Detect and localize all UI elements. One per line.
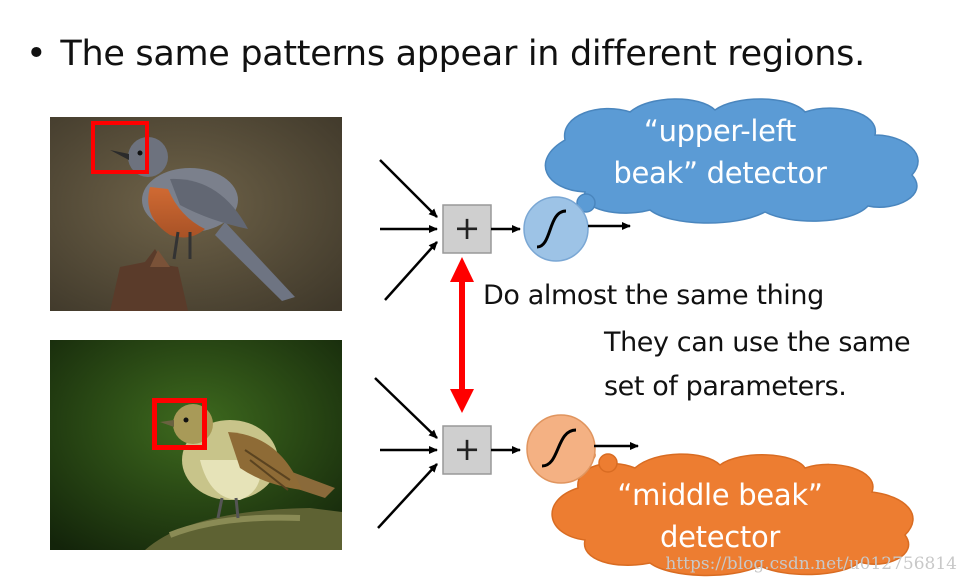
top-input-arrows <box>379 159 438 301</box>
watermark: https://blog.csdn.net/u012756814 <box>665 554 957 574</box>
slide-title: • The same patterns appear in different r… <box>26 34 865 74</box>
bottom-neuron <box>526 414 596 484</box>
bottom-sum-box <box>442 425 492 475</box>
bottom-cloud-line1: “middle beak” <box>617 478 823 512</box>
bottom-sum-symbol: + <box>453 430 481 468</box>
title-text: The same patterns appear in different re… <box>60 34 865 74</box>
top-cloud-label: “upper-left beak” detector <box>585 110 855 194</box>
top-thought-bubble-large <box>576 193 596 213</box>
params-note-line2: set of parameters. <box>604 371 847 402</box>
bottom-cloud-label: “middle beak” detector <box>585 474 855 558</box>
bottom-cloud-line2: detector <box>659 520 781 554</box>
top-sum-symbol: + <box>453 209 481 247</box>
bottom-beak-highlight-box <box>152 398 207 450</box>
top-cloud <box>544 98 919 224</box>
bottom-bird-photo <box>50 340 342 550</box>
top-cloud-line2: beak” detector <box>613 156 827 190</box>
bottom-cloud <box>551 453 914 577</box>
top-cloud-line1: “upper-left <box>643 114 797 148</box>
bottom-activation-curve <box>541 428 577 468</box>
title-bullet: • <box>26 34 47 74</box>
top-sum-box <box>442 204 492 254</box>
top-bird-photo <box>50 117 342 311</box>
top-neuron <box>523 196 589 262</box>
top-activation-curve <box>536 209 567 249</box>
bottom-input-arrows <box>374 377 438 529</box>
params-note-line1: They can use the same <box>604 327 911 358</box>
red-double-arrow <box>450 257 474 413</box>
same-thing-note: Do almost the same thing <box>483 280 824 311</box>
bottom-thought-bubble-large <box>598 453 618 473</box>
top-beak-highlight-box <box>91 121 149 174</box>
